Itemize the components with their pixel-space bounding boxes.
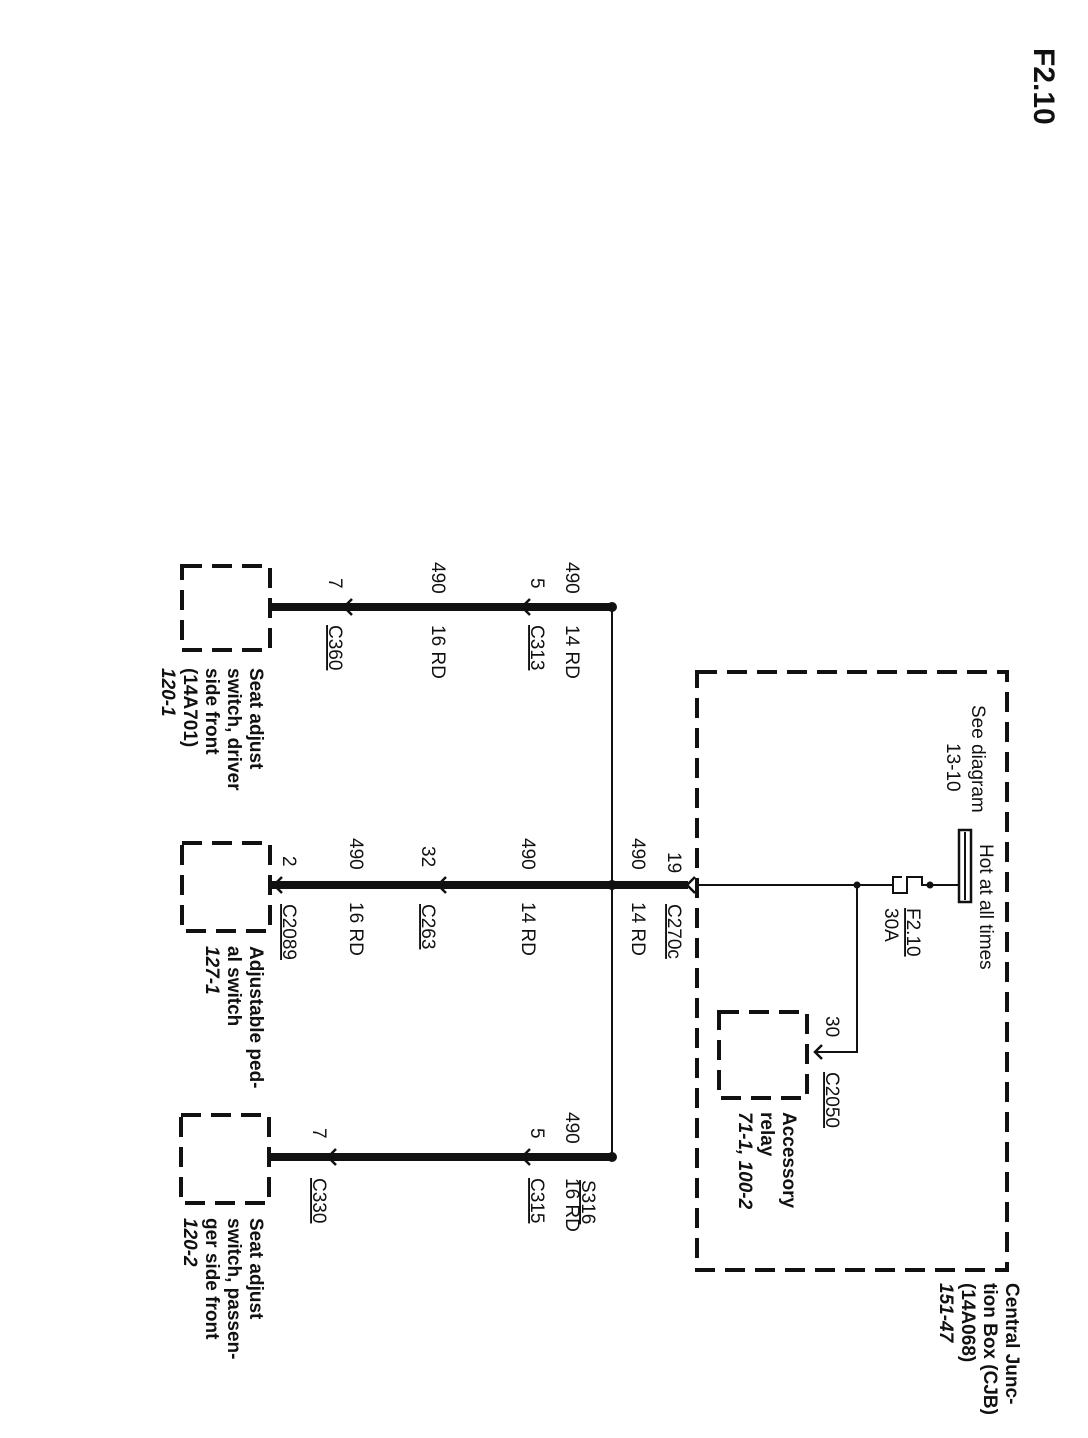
c2089-connector: C2089 <box>278 904 299 960</box>
passenger-seat-switch-label: Seat adjust switch, passen- ger side fro… <box>179 1218 266 1360</box>
c2089-pin: 2 <box>278 856 299 867</box>
hot-at-all-times-label: Hot at all times <box>975 844 996 970</box>
c263-pin: 32 <box>417 846 438 867</box>
relay-connector: C2050 <box>821 1072 842 1128</box>
fuse-label: F2.10 30A <box>880 908 923 957</box>
pedal-line-1: Adjustable ped- <box>245 946 266 1089</box>
c263-gauge-color: 14 RD <box>517 902 538 956</box>
c263-connector: C263 <box>417 904 438 949</box>
see-diagram-ref: 13-10 <box>942 743 963 792</box>
cjb-label: Central Junc- tion Box (CJB) (14A068) 15… <box>935 1283 1022 1415</box>
page-title: F2.10 <box>1027 48 1060 125</box>
c360-circuit: 490 <box>427 562 448 594</box>
c2089-circuit: 490 <box>345 838 366 870</box>
pedal-line-3: 127-1 <box>201 946 222 995</box>
c270c-arrow <box>685 876 696 894</box>
c360-gauge-color: 16 RD <box>427 625 448 679</box>
relay-label-line-3: 71-1, 100-2 <box>734 1112 755 1210</box>
relay-label-line-1: Accessory <box>778 1112 799 1209</box>
driver-seat-line-1: Seat adjust <box>245 668 266 770</box>
c270c-circuit: 490 <box>627 838 648 870</box>
c330-arrow <box>326 1148 337 1166</box>
c360-pin: 7 <box>324 578 345 589</box>
passenger-seat-line-2: switch, passen- <box>223 1218 244 1360</box>
c263-arrow <box>436 876 447 894</box>
c313-connector: C313 <box>526 625 547 670</box>
cjb-label-line-3: (14A068) <box>957 1283 978 1362</box>
c313-gauge-color: 14 RD <box>561 625 582 679</box>
c263-circuit: 490 <box>517 838 538 870</box>
relay-feed-wire <box>815 885 858 1053</box>
accessory-relay-box <box>717 1010 809 1100</box>
passenger-seat-line-3: ger side front <box>201 1218 222 1340</box>
cjb-outline <box>695 670 1009 1272</box>
driver-seat-line-5: 120-1 <box>157 668 178 717</box>
splice-name: S316 <box>577 1180 598 1224</box>
c270c-gauge-color: 14 RD <box>627 902 648 956</box>
c315-pin: 5 <box>526 1128 547 1139</box>
fuse-name: F2.10 <box>902 908 923 957</box>
driver-seat-switch-box <box>180 564 272 652</box>
c315-gauge-color: 16 RD <box>561 1178 582 1232</box>
pedal-switch-box <box>180 841 272 933</box>
pedal-switch-label: Adjustable ped- al switch 127-1 <box>201 946 266 1089</box>
passenger-seat-switch-box <box>179 1113 271 1205</box>
c315-connector: C315 <box>526 1178 547 1223</box>
c315-arrow <box>520 1148 531 1166</box>
c270c-connector: C270c <box>663 904 684 959</box>
relay-feed-arrow <box>813 1044 823 1060</box>
c330-connector: C330 <box>308 1178 329 1223</box>
c2089-gauge-color: 16 RD <box>345 902 366 956</box>
c2089-arrow <box>272 876 283 894</box>
c313-arrow <box>520 598 531 616</box>
c330-pin: 7 <box>308 1128 329 1139</box>
c313-pin: 5 <box>526 578 547 589</box>
accessory-relay-label: Accessory relay 71-1, 100-2 <box>734 1112 799 1210</box>
relay-label-line-2: relay <box>756 1112 777 1157</box>
c360-arrow <box>342 598 353 616</box>
driver-seat-line-2: switch, driver <box>223 668 244 791</box>
c315-circuit: 490 <box>561 1112 582 1144</box>
c360-connector: C360 <box>324 625 345 670</box>
passenger-seat-line-4: 120-2 <box>179 1218 200 1267</box>
driver-seat-switch-label: Seat adjust switch, driver side front (1… <box>157 668 266 791</box>
cjb-label-line-2: tion Box (CJB) <box>979 1283 1000 1415</box>
driver-seat-line-4: (14A701) <box>179 668 200 747</box>
cjb-label-line-1: Central Junc- <box>1001 1283 1022 1404</box>
driver-seat-line-3: side front <box>201 668 222 755</box>
pedal-line-2: al switch <box>223 946 244 1026</box>
fuse-rating: 30A <box>880 908 901 942</box>
passenger-seat-line-1: Seat adjust <box>245 1218 266 1320</box>
c313-circuit: 490 <box>561 562 582 594</box>
see-diagram-label: See diagram 13-10 <box>942 705 988 813</box>
c270c-pin: 19 <box>663 852 684 873</box>
relay-pin: 30 <box>821 1016 842 1037</box>
see-diagram-text: See diagram <box>967 705 988 813</box>
cjb-label-line-4: 151-47 <box>935 1283 956 1344</box>
fuse-symbol <box>892 876 930 894</box>
